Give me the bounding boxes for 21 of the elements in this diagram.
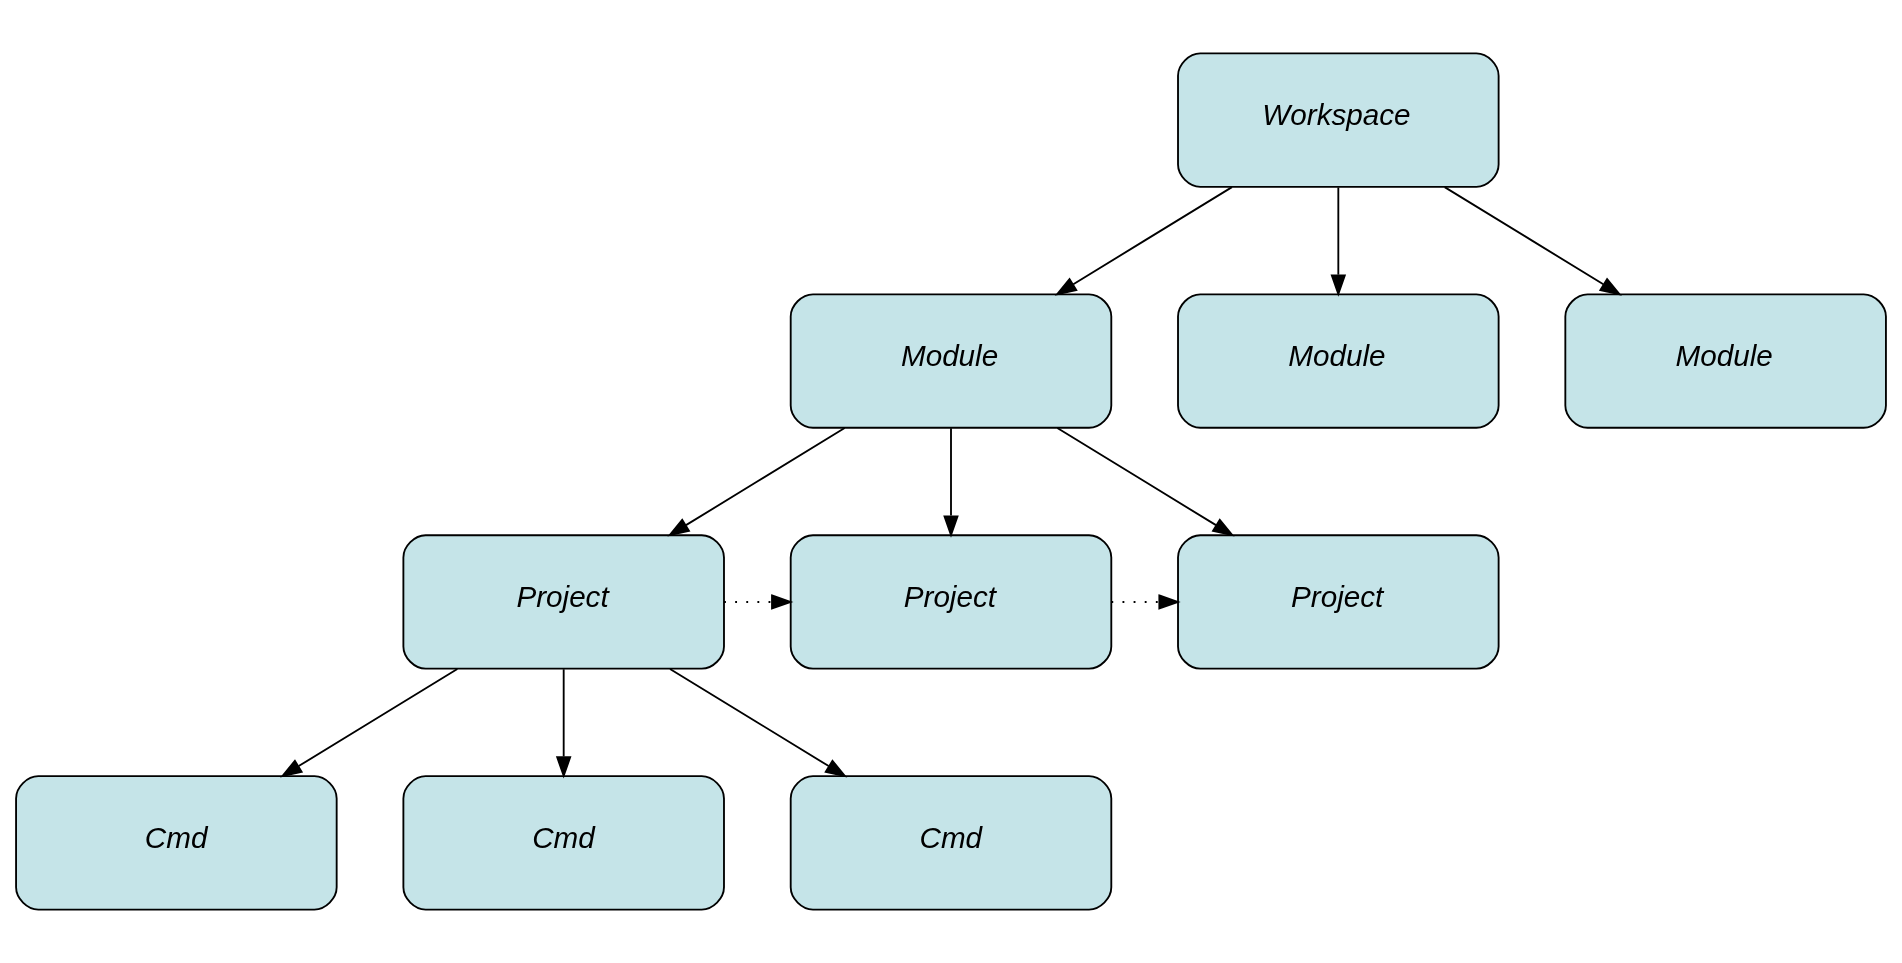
node-box: Project (789, 534, 1113, 670)
arrow (1054, 186, 1233, 296)
node-box: Project (402, 534, 725, 670)
node-box: Project (1177, 534, 1500, 670)
node-box: Module (789, 293, 1113, 429)
node-box: Workspace (1177, 52, 1500, 188)
node-box: Cmd (789, 775, 1113, 911)
arrow (1443, 186, 1622, 296)
arrow (555, 668, 572, 779)
arrow (1110, 594, 1181, 610)
arrow (667, 427, 846, 537)
arrow (1330, 186, 1347, 297)
node-box: Module (1564, 293, 1887, 429)
node-box: Module (1177, 293, 1500, 429)
arrow (943, 427, 959, 538)
arrow (669, 668, 848, 778)
arrow (723, 594, 794, 610)
node-box: Cmd (15, 775, 338, 911)
arrow (280, 668, 459, 778)
node-box: Cmd (402, 775, 725, 911)
arrow (1056, 427, 1235, 537)
